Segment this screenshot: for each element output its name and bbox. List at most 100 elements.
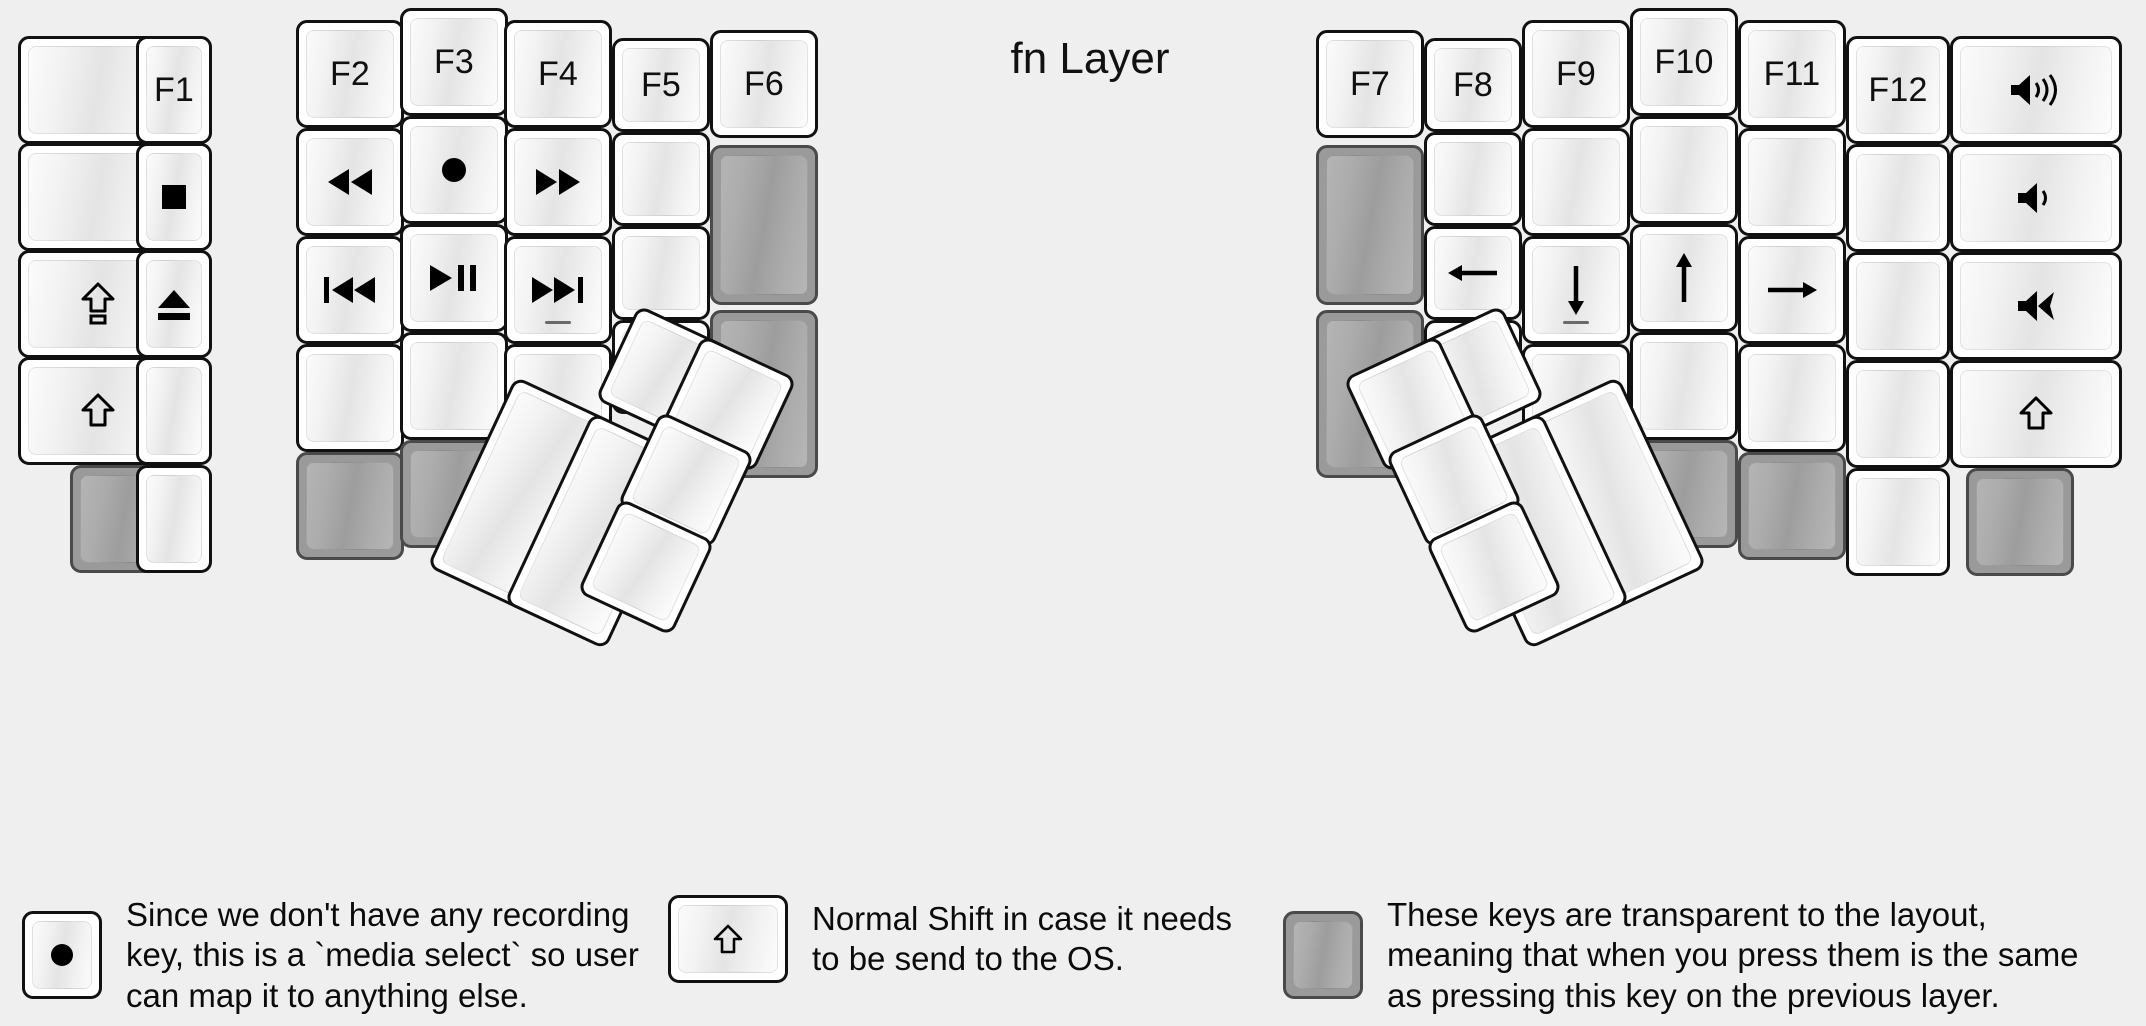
keycap-face <box>146 367 202 455</box>
key-left-col-pinky-4[interactable] <box>136 465 212 573</box>
keycap-face <box>1532 246 1620 334</box>
keycap-face <box>1856 154 1940 242</box>
key-right-col-pinky-outer-3[interactable] <box>1950 360 2122 468</box>
key-right-col-index-2[interactable] <box>1522 236 1630 344</box>
key-right-col-pinky-outer-0[interactable] <box>1950 36 2122 144</box>
key-right-col-index-inner-2[interactable] <box>1424 226 1522 320</box>
keycap-face: F10 <box>1640 18 1728 106</box>
key-label: F10 <box>1654 43 1714 81</box>
key-right-col-pinky-3[interactable] <box>1846 360 1950 468</box>
key-left-col-middle-3[interactable] <box>400 332 508 440</box>
fast-forward-icon <box>532 165 584 199</box>
key-right-col-index-0[interactable]: F9 <box>1522 20 1630 128</box>
keycap-face: F12 <box>1856 46 1940 134</box>
keycap-face <box>1640 126 1728 214</box>
shift-arrow-icon <box>2019 394 2053 434</box>
key-left-col-middle-2[interactable] <box>400 224 508 332</box>
keycap-face <box>1748 246 1836 334</box>
stop-icon <box>154 177 194 217</box>
keycap-face <box>720 155 808 295</box>
key-left-col-index-inner-2[interactable] <box>612 226 710 320</box>
key-right-col-pinky-2[interactable] <box>1846 252 1950 360</box>
key-left-col-pinky-1[interactable] <box>136 143 212 251</box>
keycap-face: F3 <box>410 18 498 106</box>
key-right-col-inner-0[interactable]: F7 <box>1316 30 1424 138</box>
key-left-col-inner-0[interactable]: F6 <box>710 30 818 138</box>
key-left-col-ring-2[interactable] <box>296 236 404 344</box>
key-right-col-middle-0[interactable]: F10 <box>1630 8 1738 116</box>
keycap-face <box>410 342 498 430</box>
keycap-face: F4 <box>514 30 602 118</box>
keycap-face <box>1748 138 1836 226</box>
key-right-col-index-inner-1[interactable] <box>1424 132 1522 226</box>
key-label: F6 <box>743 65 785 103</box>
key-right-col-pinky-outer-1[interactable] <box>1950 144 2122 252</box>
keycap-face <box>590 511 702 623</box>
play-pause-icon <box>427 261 481 295</box>
keycap-face <box>306 138 394 226</box>
key-right-col-middle-1[interactable] <box>1630 116 1738 224</box>
key-right-col-pinky-1[interactable] <box>1846 144 1950 252</box>
keycap-face <box>1748 354 1836 442</box>
legend-key-record <box>22 911 102 1000</box>
key-left-col-middle-0[interactable]: F3 <box>400 8 508 116</box>
key-left-col-index-2[interactable] <box>504 236 612 344</box>
arrow-down-icon <box>1559 262 1593 318</box>
legend-text-transparent: These keys are transparent to the layout… <box>1387 896 2079 1014</box>
next-track-icon <box>529 273 587 307</box>
keycap-face <box>410 126 498 214</box>
keycap-face <box>1856 262 1940 350</box>
key-label: F7 <box>1349 65 1391 103</box>
keycap-face <box>146 475 202 563</box>
key-right-col-ring-4[interactable] <box>1738 452 1846 560</box>
key-right-col-ring-0[interactable]: F11 <box>1738 20 1846 128</box>
key-right-col-inner-1[interactable] <box>1316 145 1424 305</box>
key-label: F2 <box>329 55 371 93</box>
key-left-col-index-1[interactable] <box>504 128 612 236</box>
keycap-face <box>306 354 394 442</box>
key-left-col-ring-0[interactable]: F2 <box>296 20 404 128</box>
key-right-col-pinky-0[interactable]: F12 <box>1846 36 1950 144</box>
key-left-col-index-0[interactable]: F4 <box>504 20 612 128</box>
volume-down-icon <box>2014 178 2058 218</box>
keycap-face <box>622 142 700 216</box>
legend-key-shift <box>668 895 788 983</box>
key-left-col-pinky-2[interactable] <box>136 250 212 358</box>
volume-mute-icon <box>2014 286 2058 326</box>
key-label: F3 <box>433 43 475 81</box>
key-right-col-pinky-outer-2[interactable] <box>1950 252 2122 360</box>
key-right-col-pinky-outer-4[interactable] <box>1966 468 2074 576</box>
key-left-col-middle-1[interactable] <box>400 116 508 224</box>
key-label: F5 <box>640 66 682 104</box>
arrow-left-icon <box>1445 256 1501 290</box>
keycap-face <box>306 246 394 334</box>
key-right-col-ring-3[interactable] <box>1738 344 1846 452</box>
key-right-col-middle-2[interactable] <box>1630 224 1738 332</box>
key-right-col-ring-1[interactable] <box>1738 128 1846 236</box>
key-left-col-ring-3[interactable] <box>296 344 404 452</box>
key-right-col-ring-2[interactable] <box>1738 236 1846 344</box>
key-right-col-index-inner-0[interactable]: F8 <box>1424 38 1522 132</box>
key-right-col-pinky-4[interactable] <box>1846 468 1950 576</box>
key-label: F9 <box>1555 55 1597 93</box>
volume-up-icon <box>2007 70 2065 110</box>
key-left-col-ring-4[interactable] <box>296 452 404 560</box>
keycap-face <box>1326 155 1414 295</box>
keycap-face <box>1434 236 1512 310</box>
keycap-face <box>622 236 700 310</box>
keycap-face <box>146 260 202 348</box>
keycap-face: F5 <box>622 48 700 122</box>
legend-item-transparent: These keys are transparent to the layout… <box>1283 895 2079 1016</box>
key-right-col-index-1[interactable] <box>1522 128 1630 236</box>
key-left-col-pinky-0[interactable]: F1 <box>136 36 212 144</box>
key-label: F11 <box>1763 55 1821 93</box>
key-left-col-index-inner-0[interactable]: F5 <box>612 38 710 132</box>
record-icon <box>434 150 474 190</box>
key-left-col-index-inner-1[interactable] <box>612 132 710 226</box>
key-left-col-inner-1[interactable] <box>710 145 818 305</box>
keycap-face <box>1640 342 1728 430</box>
key-left-col-pinky-3[interactable] <box>136 357 212 465</box>
key-left-col-ring-1[interactable] <box>296 128 404 236</box>
rewind-icon <box>324 165 376 199</box>
key-right-col-middle-3[interactable] <box>1630 332 1738 440</box>
